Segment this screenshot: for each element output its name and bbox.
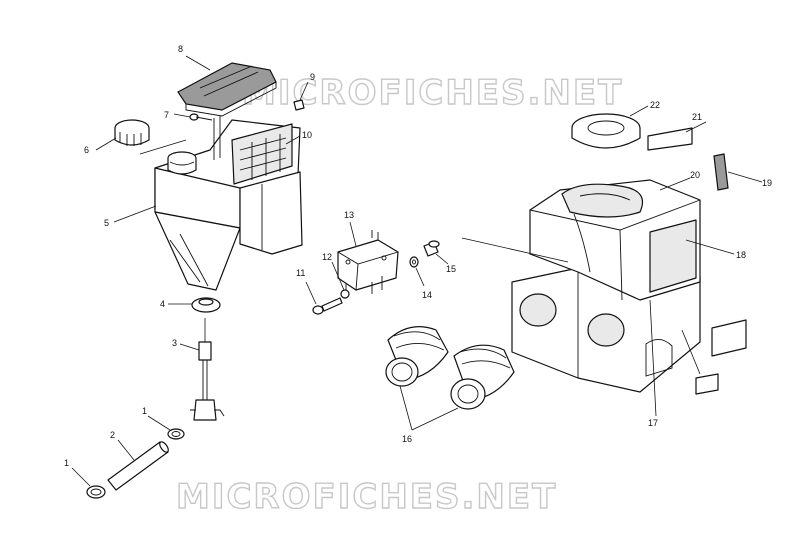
callout-5: 5 [104, 218, 109, 228]
clamp-part-1-upper [167, 428, 185, 440]
callout-4: 4 [160, 299, 165, 309]
callout-12: 12 [322, 252, 332, 262]
mesh-panel-part-18 [649, 219, 697, 293]
callout-13: 13 [344, 210, 354, 220]
bolt-part-11 [312, 297, 343, 315]
leader-lines [71, 55, 763, 487]
callout-2: 2 [110, 430, 115, 440]
callout-11: 11 [296, 268, 305, 278]
washer-part-12 [340, 289, 350, 299]
hose-part-2 [107, 441, 169, 491]
callout-1-upper: 1 [142, 406, 147, 416]
callout-21: 21 [692, 112, 702, 122]
callout-6: 6 [84, 145, 89, 155]
foam-ring-part-22 [571, 113, 641, 149]
screw-part-7 [189, 113, 213, 121]
callout-15: 15 [446, 264, 456, 274]
fuel-valve-part-3 [190, 318, 225, 421]
callout-3: 3 [172, 338, 177, 348]
callout-10: 10 [302, 130, 312, 140]
washer-part-14 [409, 256, 419, 268]
intake-boot-part-16-a [385, 326, 449, 387]
callout-19: 19 [762, 178, 772, 188]
fitting-part-15 [423, 240, 440, 257]
callout-labels: 1 1 2 3 4 5 6 7 8 9 10 11 12 13 14 15 16… [64, 44, 772, 468]
callout-9: 9 [310, 72, 315, 82]
airbox-lower-part-17 [511, 267, 701, 393]
decals-misc [695, 319, 747, 395]
callout-20: 20 [690, 170, 700, 180]
callout-22: 22 [650, 100, 660, 110]
callout-1-lower: 1 [64, 458, 69, 468]
tank-cap-part-6 [114, 119, 187, 155]
grommet-part-4 [191, 297, 221, 313]
tank-cover-part-8 [177, 62, 277, 117]
clamp-part-1-lower [86, 485, 106, 499]
callout-8: 8 [178, 44, 183, 54]
callout-7: 7 [164, 110, 169, 120]
decal-part-21 [647, 127, 693, 151]
nut-part-9 [293, 99, 305, 111]
fuel-pump-part-13 [337, 230, 399, 296]
watermark-bottom: MICROFICHES.NET [176, 477, 557, 517]
callout-17: 17 [648, 418, 658, 428]
intake-boot-part-16-b [450, 344, 515, 410]
fuel-tank-part-5 [154, 116, 303, 291]
latch-part-19 [713, 153, 729, 191]
callout-18: 18 [736, 250, 746, 260]
callout-14: 14 [422, 290, 432, 300]
watermark-top: MICROFICHES.NET [242, 73, 623, 113]
callout-16: 16 [402, 434, 412, 444]
